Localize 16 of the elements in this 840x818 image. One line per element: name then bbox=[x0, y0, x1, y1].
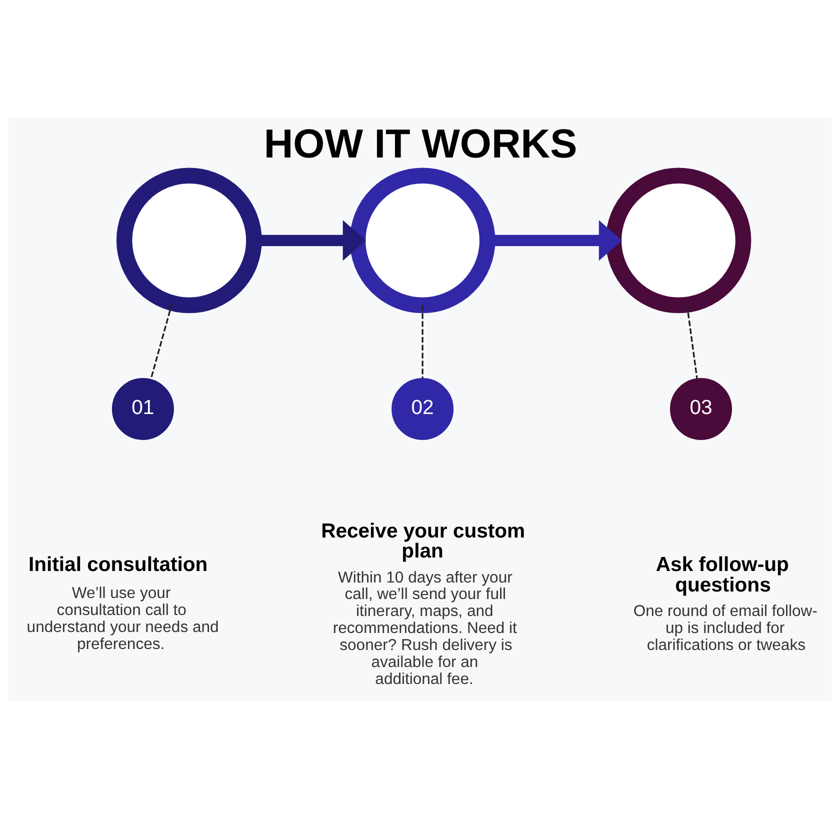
node-circle bbox=[606, 168, 752, 314]
node-label: We’ll use your consultation call to understand your needs and preferences. bbox=[26, 585, 219, 653]
node-label: Initial consultation bbox=[28, 554, 208, 576]
node-label: Receive your custom plan bbox=[321, 520, 526, 563]
connector bbox=[686, 304, 698, 379]
node-label: Ask follow-up questions bbox=[656, 554, 789, 597]
node-circle bbox=[116, 168, 262, 314]
diagram-title: HOW IT WORKS bbox=[264, 120, 578, 166]
node-circle: 01 bbox=[112, 378, 174, 440]
node-circle bbox=[350, 168, 496, 314]
node-label: Within 10 days after your call, we’ll send your full itinerary, maps, and recommendations. Need it sooner? Rush delivery is available for an additional fee. bbox=[332, 569, 517, 688]
connector bbox=[150, 302, 173, 380]
node-circle: 02 bbox=[392, 378, 454, 440]
node-label: One round of email follow-up is included for clarifications or tweaks bbox=[633, 603, 818, 654]
node-circle: 03 bbox=[670, 378, 732, 440]
connector bbox=[422, 305, 424, 378]
